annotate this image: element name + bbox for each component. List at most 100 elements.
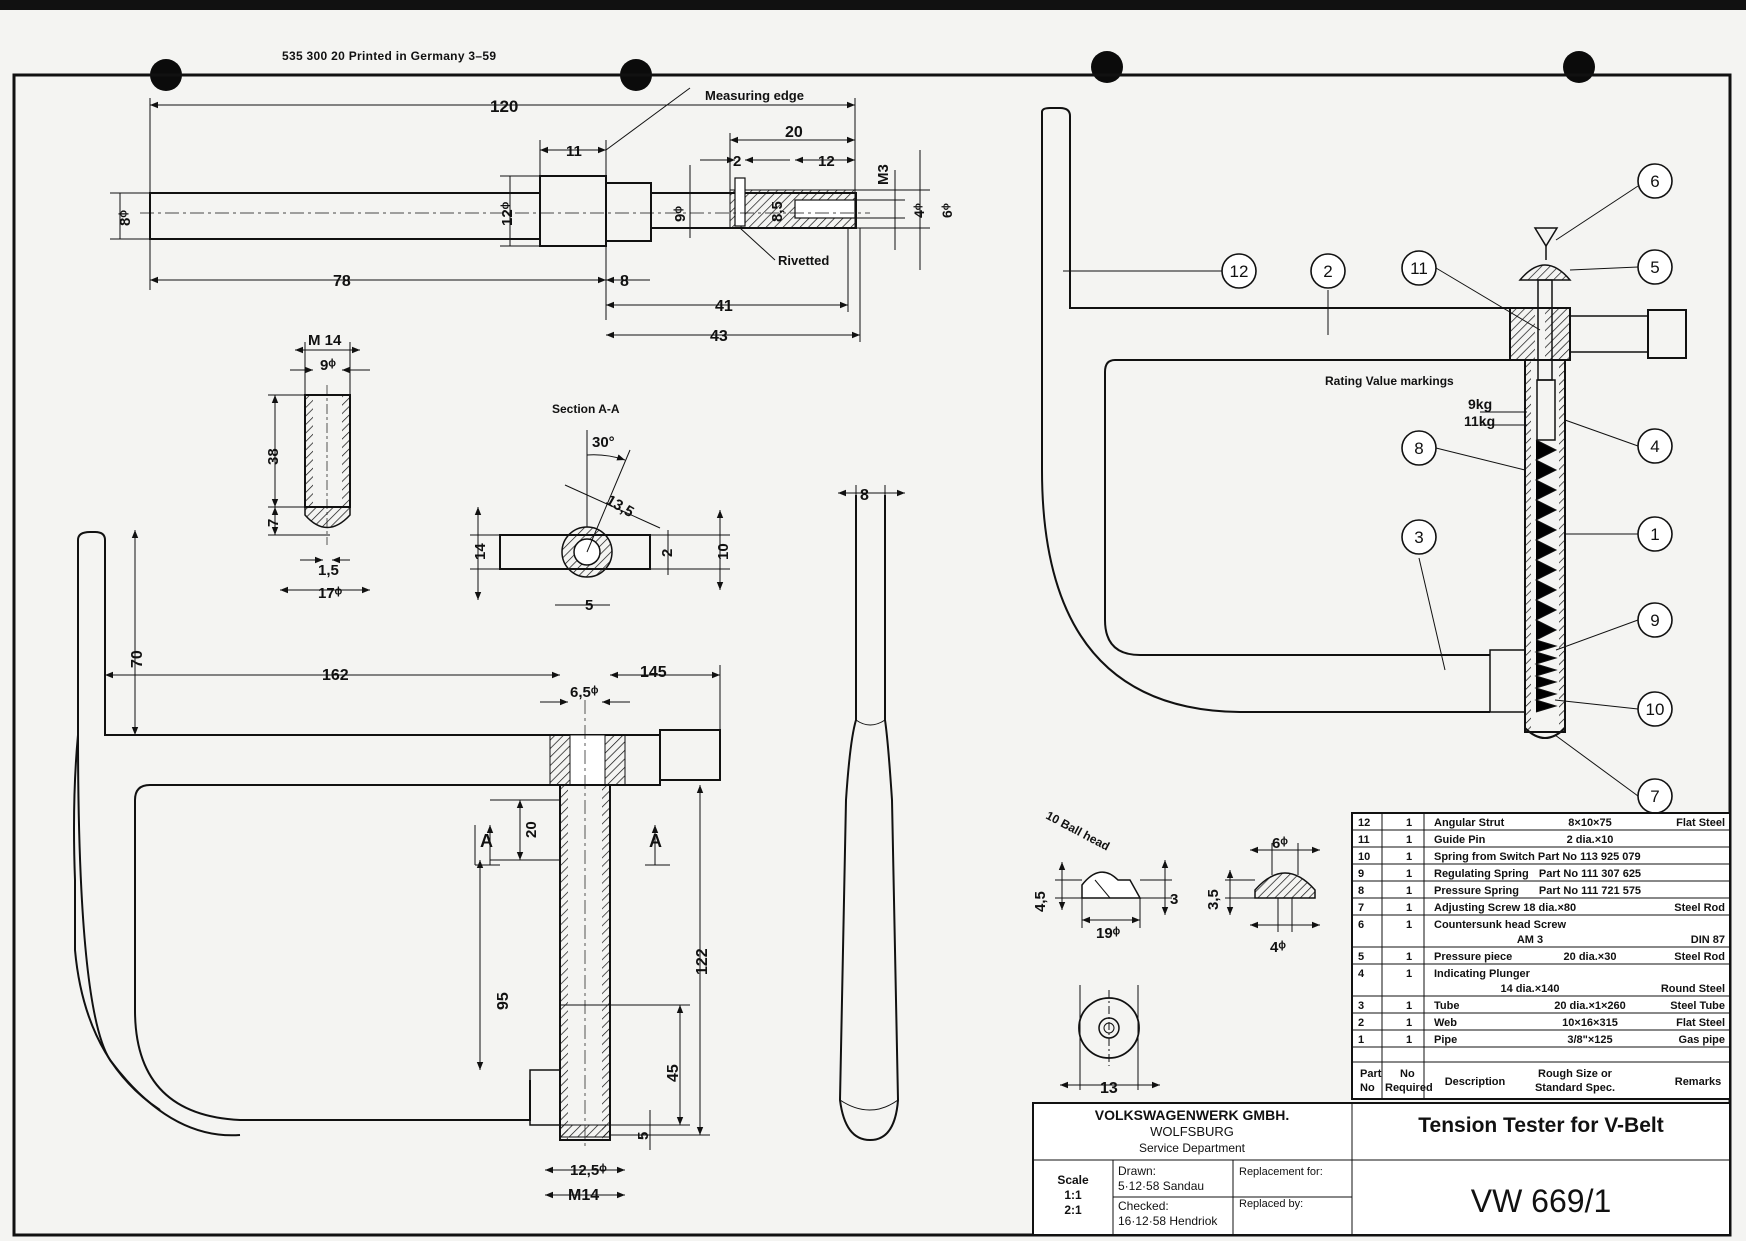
part-qty: 1	[1406, 902, 1412, 914]
part-number: 8	[1358, 885, 1364, 897]
svg-text:4: 4	[1650, 437, 1659, 456]
svg-text:Section A-A: Section A-A	[552, 402, 620, 416]
balloon-2	[1310, 253, 1346, 289]
svg-text:13,5: 13,5	[603, 492, 637, 521]
section-a-a: Section A-A 30° 13,5 14 2 10 5	[470, 402, 732, 614]
svg-text:11: 11	[566, 143, 582, 160]
svg-text:30°: 30°	[592, 434, 615, 451]
svg-text:9ᶲ: 9ᶲ	[320, 357, 336, 374]
part-remark: Steel Rod	[1674, 951, 1725, 963]
part-remark: Steel Rod	[1674, 902, 1725, 914]
balloon-9	[1637, 602, 1673, 638]
header-qty: No	[1400, 1068, 1415, 1080]
part-number: 5	[1358, 951, 1364, 963]
part-number: 1	[1358, 1034, 1364, 1046]
svg-text:1,5: 1,5	[318, 562, 339, 579]
part-qty: 1	[1406, 851, 1412, 863]
svg-text:4ᶲ: 4ᶲ	[911, 203, 927, 218]
parts-list	[1351, 812, 1731, 1100]
punch-hole-3	[1091, 51, 1123, 83]
svg-text:4ᶲ: 4ᶲ	[1270, 939, 1286, 956]
part-remark: Steel Tube	[1670, 1000, 1725, 1012]
svg-text:4,5: 4,5	[1032, 891, 1049, 912]
header-qty-req: Required	[1385, 1082, 1433, 1094]
svg-text:12,5ᶲ: 12,5ᶲ	[570, 1162, 607, 1179]
svg-text:12: 12	[818, 153, 835, 170]
svg-text:WOLFSBURG: WOLFSBURG	[1150, 1124, 1234, 1139]
nut-section: M 14 9ᶲ 38 7 1,5 17ᶲ	[265, 332, 370, 602]
part-qty: 1	[1406, 868, 1412, 880]
svg-text:Replaced by:: Replaced by:	[1239, 1198, 1303, 1210]
part-description: Pipe	[1434, 1034, 1457, 1046]
balloon-10	[1637, 691, 1673, 727]
svg-text:9: 9	[1650, 611, 1659, 630]
balloon-5	[1637, 249, 1673, 285]
part-size: 2 dia.×10	[1567, 834, 1614, 846]
svg-text:122: 122	[694, 948, 711, 975]
svg-text:120: 120	[490, 97, 518, 116]
svg-text:A: A	[480, 831, 493, 851]
svg-text:2: 2	[733, 153, 741, 170]
svg-text:7: 7	[1650, 787, 1659, 806]
ball-head-details: 10 Ball head 4,5 3 19ᶲ 3,5 6ᶲ 4ᶲ	[1032, 808, 1320, 1097]
part-qty: 1	[1406, 1034, 1412, 1046]
balloon-6	[1637, 163, 1673, 199]
svg-text:12ᶲ: 12ᶲ	[499, 201, 516, 226]
strut-view: 8	[838, 485, 905, 1142]
shaft-labels: 120 11 Measuring edge 20 2 12 M3 8ᶲ 12ᶲ …	[117, 88, 955, 345]
part-description: Pressure piece	[1434, 951, 1512, 963]
part-size: 3/8"×125	[1567, 1034, 1612, 1046]
svg-text:3,5: 3,5	[1205, 889, 1222, 910]
balloon-8	[1401, 430, 1437, 466]
svg-text:5·12·58 Sandau: 5·12·58 Sandau	[1118, 1179, 1204, 1193]
balloon-3	[1401, 519, 1437, 555]
svg-text:8: 8	[860, 487, 869, 504]
header-part: Part	[1360, 1068, 1382, 1080]
part-qty: 1	[1406, 834, 1412, 846]
svg-text:1:1: 1:1	[1064, 1188, 1082, 1202]
svg-text:7: 7	[265, 519, 282, 527]
part-number: 4	[1358, 968, 1365, 980]
part-number: 7	[1358, 902, 1364, 914]
header-size-spec: Standard Spec.	[1535, 1082, 1615, 1094]
part-description: Adjusting Screw 18 dia.×80	[1434, 902, 1576, 914]
svg-text:3: 3	[1170, 891, 1178, 908]
svg-text:13: 13	[1100, 1080, 1118, 1097]
header-part-no: No	[1360, 1082, 1375, 1094]
svg-text:43: 43	[710, 328, 728, 345]
svg-text:9ᶲ: 9ᶲ	[672, 206, 689, 222]
frame-view-large: 70 162 145 6,5ᶲ 20 A A 95 122 45 5 12,5ᶲ…	[73, 530, 721, 1204]
part-remark: Flat Steel	[1676, 1017, 1725, 1029]
header-description: Description	[1445, 1076, 1506, 1088]
part-number: 9	[1358, 868, 1364, 880]
shaft-dimensions	[110, 87, 930, 342]
svg-text:95: 95	[495, 992, 512, 1010]
balloon-11	[1401, 250, 1437, 286]
part-size: 14 dia.×140	[1500, 983, 1559, 995]
part-qty: 1	[1406, 817, 1412, 829]
svg-text:Service Department: Service Department	[1139, 1141, 1246, 1155]
svg-text:8ᶲ: 8ᶲ	[117, 210, 134, 226]
part-number: 10	[1358, 851, 1370, 863]
svg-text:70: 70	[129, 650, 146, 668]
header-remarks: Remarks	[1675, 1076, 1721, 1088]
header-size: Rough Size or	[1538, 1068, 1613, 1080]
part-balloons	[1221, 163, 1673, 814]
svg-text:Scale: Scale	[1057, 1173, 1089, 1187]
svg-text:38: 38	[265, 448, 282, 465]
top-edge	[0, 0, 1746, 10]
svg-text:9kg: 9kg	[1468, 396, 1492, 412]
svg-text:Replacement for:: Replacement for:	[1239, 1166, 1323, 1178]
part-description: Angular Strut	[1434, 817, 1505, 829]
svg-text:VOLKSWAGENWERK GMBH.: VOLKSWAGENWERK GMBH.	[1095, 1107, 1289, 1123]
svg-text:Tension Tester for V-Belt: Tension Tester for V-Belt	[1418, 1114, 1663, 1137]
svg-text:10 Ball head: 10 Ball head	[1044, 808, 1112, 853]
part-description: Spring from Switch Part No 113 925 079	[1434, 851, 1641, 863]
svg-text:2: 2	[659, 549, 676, 557]
svg-text:12: 12	[1230, 262, 1249, 281]
svg-text:145: 145	[640, 664, 667, 681]
svg-text:10: 10	[715, 543, 732, 560]
svg-text:14: 14	[472, 543, 489, 560]
drawing-border	[12, 73, 1732, 1237]
